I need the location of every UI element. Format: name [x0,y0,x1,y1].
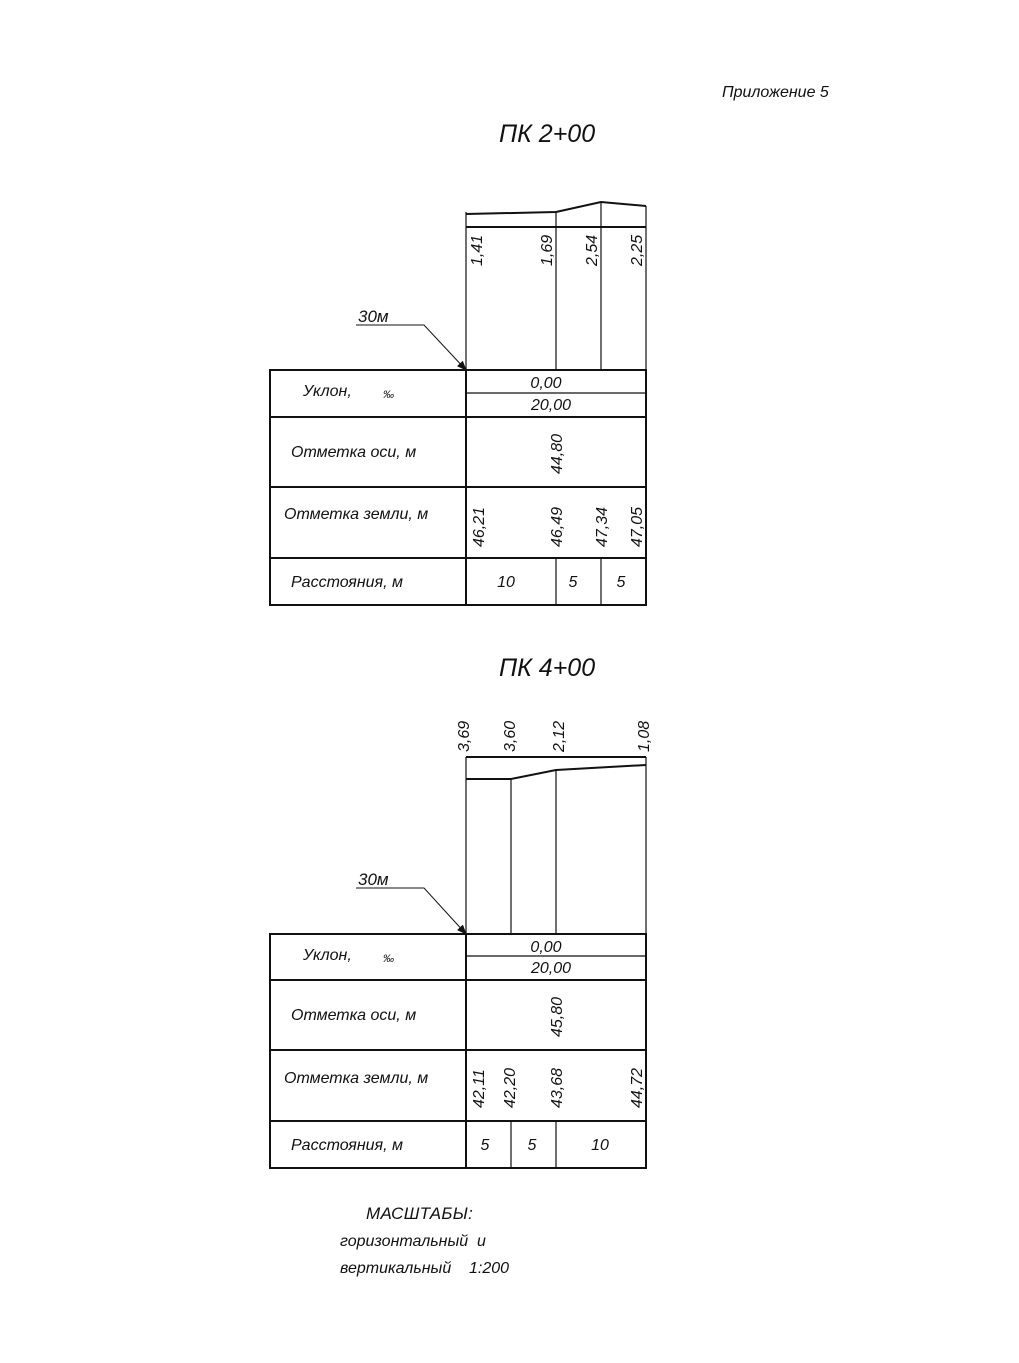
profile-1-row-slope: Уклон, [302,383,352,400]
profile-2-ground-mark: 42,11 [471,1069,488,1108]
profile-1-offset-label: 30м [358,307,389,326]
profile-1-ground-line [465,200,647,215]
profile-1-ground-mark: 47,34 [594,507,611,547]
profile-2-row-ground-mark: Отметка земли, м [284,1070,428,1087]
profile-1-working-mark: 2,54 [584,235,601,267]
profile-1-labels: 30м 1,41 1,69 2,54 2,25 Уклон, ‰ Отметка… [284,235,646,591]
scales-line-1: горизонтальный и [340,1233,486,1250]
profile-1-ground-mark: 47,05 [629,507,646,547]
profile-2-drawing [269,756,647,1169]
profile-1-row-axis-mark: Отметка оси, м [291,444,416,461]
profile-1-working-mark: 1,69 [539,235,556,266]
profile-1-distance: 5 [617,574,626,591]
profile-2-ground-mark: 43,68 [549,1068,566,1108]
appendix-label: Приложение 5 [722,84,829,101]
profile-2-row-slope: Уклон, [302,947,352,964]
profile-2-row-axis-mark: Отметка оси, м [291,1007,416,1024]
profile-2-working-mark: 2,12 [551,721,568,753]
profile-1-title: ПК 2+00 [499,120,596,148]
profile-1-working-mark: 2,25 [629,235,646,267]
profile-2-row-distances: Расстояния, м [291,1137,403,1154]
profile-2-working-mark: 3,60 [502,721,519,752]
profile-1-row-distances: Расстояния, м [291,574,403,591]
profile-1-axis-mark: 44,80 [549,434,566,474]
profile-2-offset-leader [356,887,467,935]
profile-1-offset-leader [356,324,467,371]
profile-2-title: ПК 4+00 [499,654,596,682]
profile-2-working-mark: 1,08 [636,721,653,752]
profile-1-row-ground-mark: Отметка земли, м [284,506,428,523]
profile-2-working-mark: 3,69 [456,721,473,752]
profile-1-distance: 5 [569,574,578,591]
profile-1-slope-bottom: 20,00 [530,397,571,414]
profile-2-ground-mark: 44,72 [629,1068,646,1108]
profile-1-working-mark: 1,41 [469,235,486,266]
profile-1-distance: 10 [497,574,515,591]
scales-heading: МАСШТАБЫ: [366,1204,474,1223]
profile-1-slope-top: 0,00 [530,375,561,392]
profile-2-slope-bottom: 20,00 [530,960,571,977]
profile-2-offset-label: 30м [358,870,389,889]
profile-1-ground-mark: 46,49 [549,507,566,547]
profile-1-row-slope-unit: ‰ [383,389,394,401]
profile-2-slope-top: 0,00 [530,939,561,956]
profile-2-axis-mark: 45,80 [549,997,566,1037]
profile-2-distance: 10 [591,1137,609,1154]
profile-2-ground-line [466,764,647,780]
scales-line-2: вертикальный 1:200 [340,1260,510,1277]
profile-2-row-slope-unit: ‰ [383,953,394,965]
profile-2-distance: 5 [528,1137,537,1154]
profile-1-ground-mark: 46,21 [471,507,488,547]
profile-2-ground-mark: 42,20 [502,1068,519,1108]
profile-2-labels: 30м 3,69 3,60 2,12 1,08 Уклон, ‰ Отметка… [284,721,653,1154]
profile-2-distance: 5 [481,1137,490,1154]
profile-1-drawing [269,200,647,606]
